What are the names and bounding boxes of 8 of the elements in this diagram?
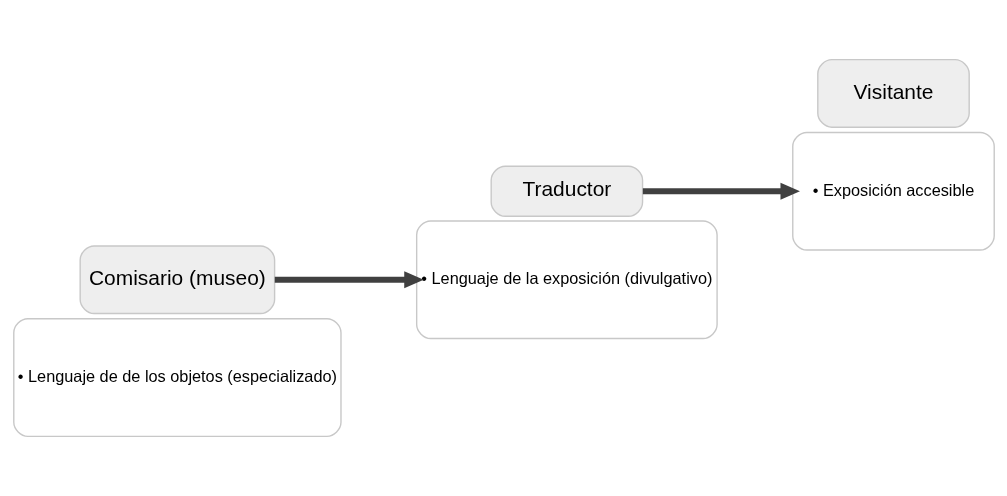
node-box: • Exposición accesible: [791, 131, 995, 251]
arrow: [274, 271, 424, 289]
node-box: Comisario (museo): [78, 245, 275, 315]
node-box: • Lenguaje de la exposición (divulgativo): [415, 220, 718, 340]
node-box: • Lenguaje de de los objetos (especializado): [12, 318, 342, 438]
node-box: Visitante: [816, 58, 970, 128]
arrow: [642, 182, 800, 200]
node-box: Traductor: [490, 165, 643, 217]
